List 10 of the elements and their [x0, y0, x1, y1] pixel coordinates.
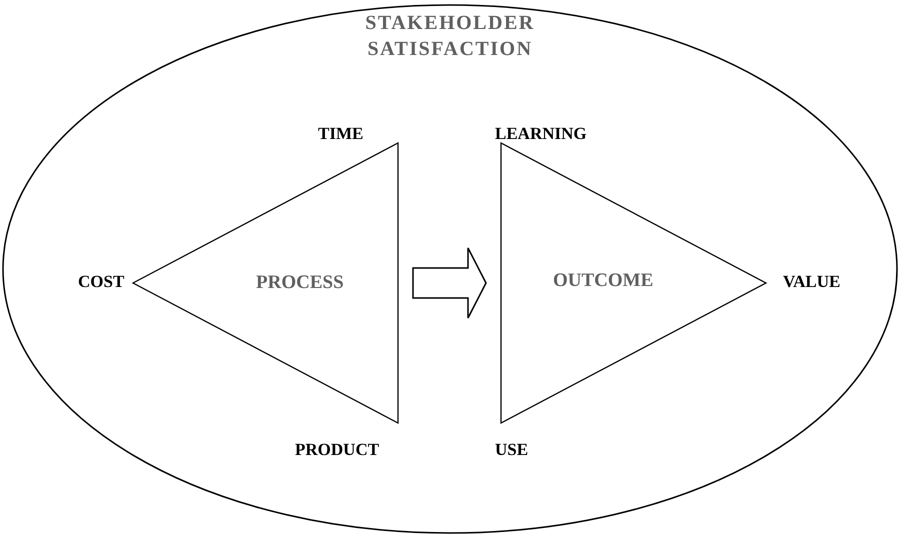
triangle-label: PROCESS: [256, 272, 344, 294]
vertex-label: VALUE: [783, 272, 840, 292]
vertex-label: COST: [78, 272, 124, 292]
heading: STAKEHOLDER SATISFACTION: [364, 11, 536, 62]
vertex-label: PRODUCT: [295, 440, 380, 460]
vertex-label: LEARNING: [495, 124, 587, 144]
vertex-label: TIME: [318, 124, 364, 144]
block-arrow: [412, 247, 487, 319]
vertex-label: USE: [495, 440, 528, 460]
triangle-label: OUTCOME: [553, 270, 654, 292]
